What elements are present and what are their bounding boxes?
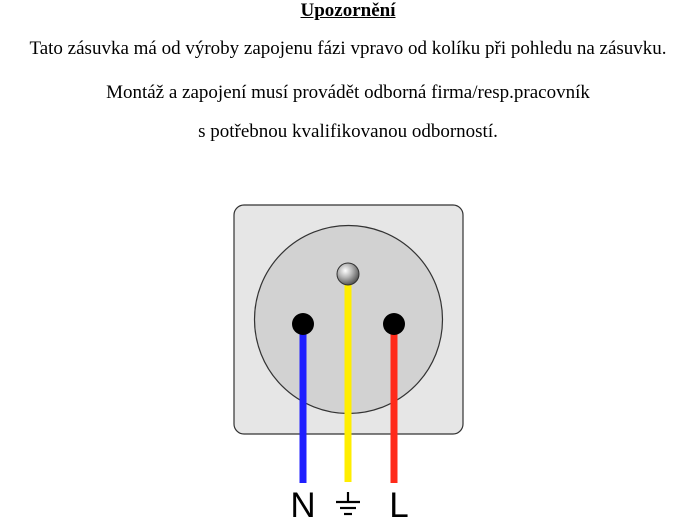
wire-label-live: L bbox=[389, 486, 408, 518]
notice-title: Upozornění bbox=[300, 0, 396, 21]
pin-hole-live bbox=[383, 313, 405, 335]
notice-line-installation: Montáž a zapojení musí provádět odborná … bbox=[106, 82, 590, 103]
pin-hole-neutral bbox=[292, 313, 314, 335]
notice-line-wiring: Tato zásuvka má od výroby zapojenu fázi … bbox=[29, 38, 667, 59]
earth-pin bbox=[336, 262, 360, 286]
wire-label-neutral: N bbox=[290, 486, 315, 518]
ground-icon bbox=[336, 492, 360, 516]
notice-line-qualification: s potřebnou kvalifikovanou odborností. bbox=[198, 121, 498, 142]
